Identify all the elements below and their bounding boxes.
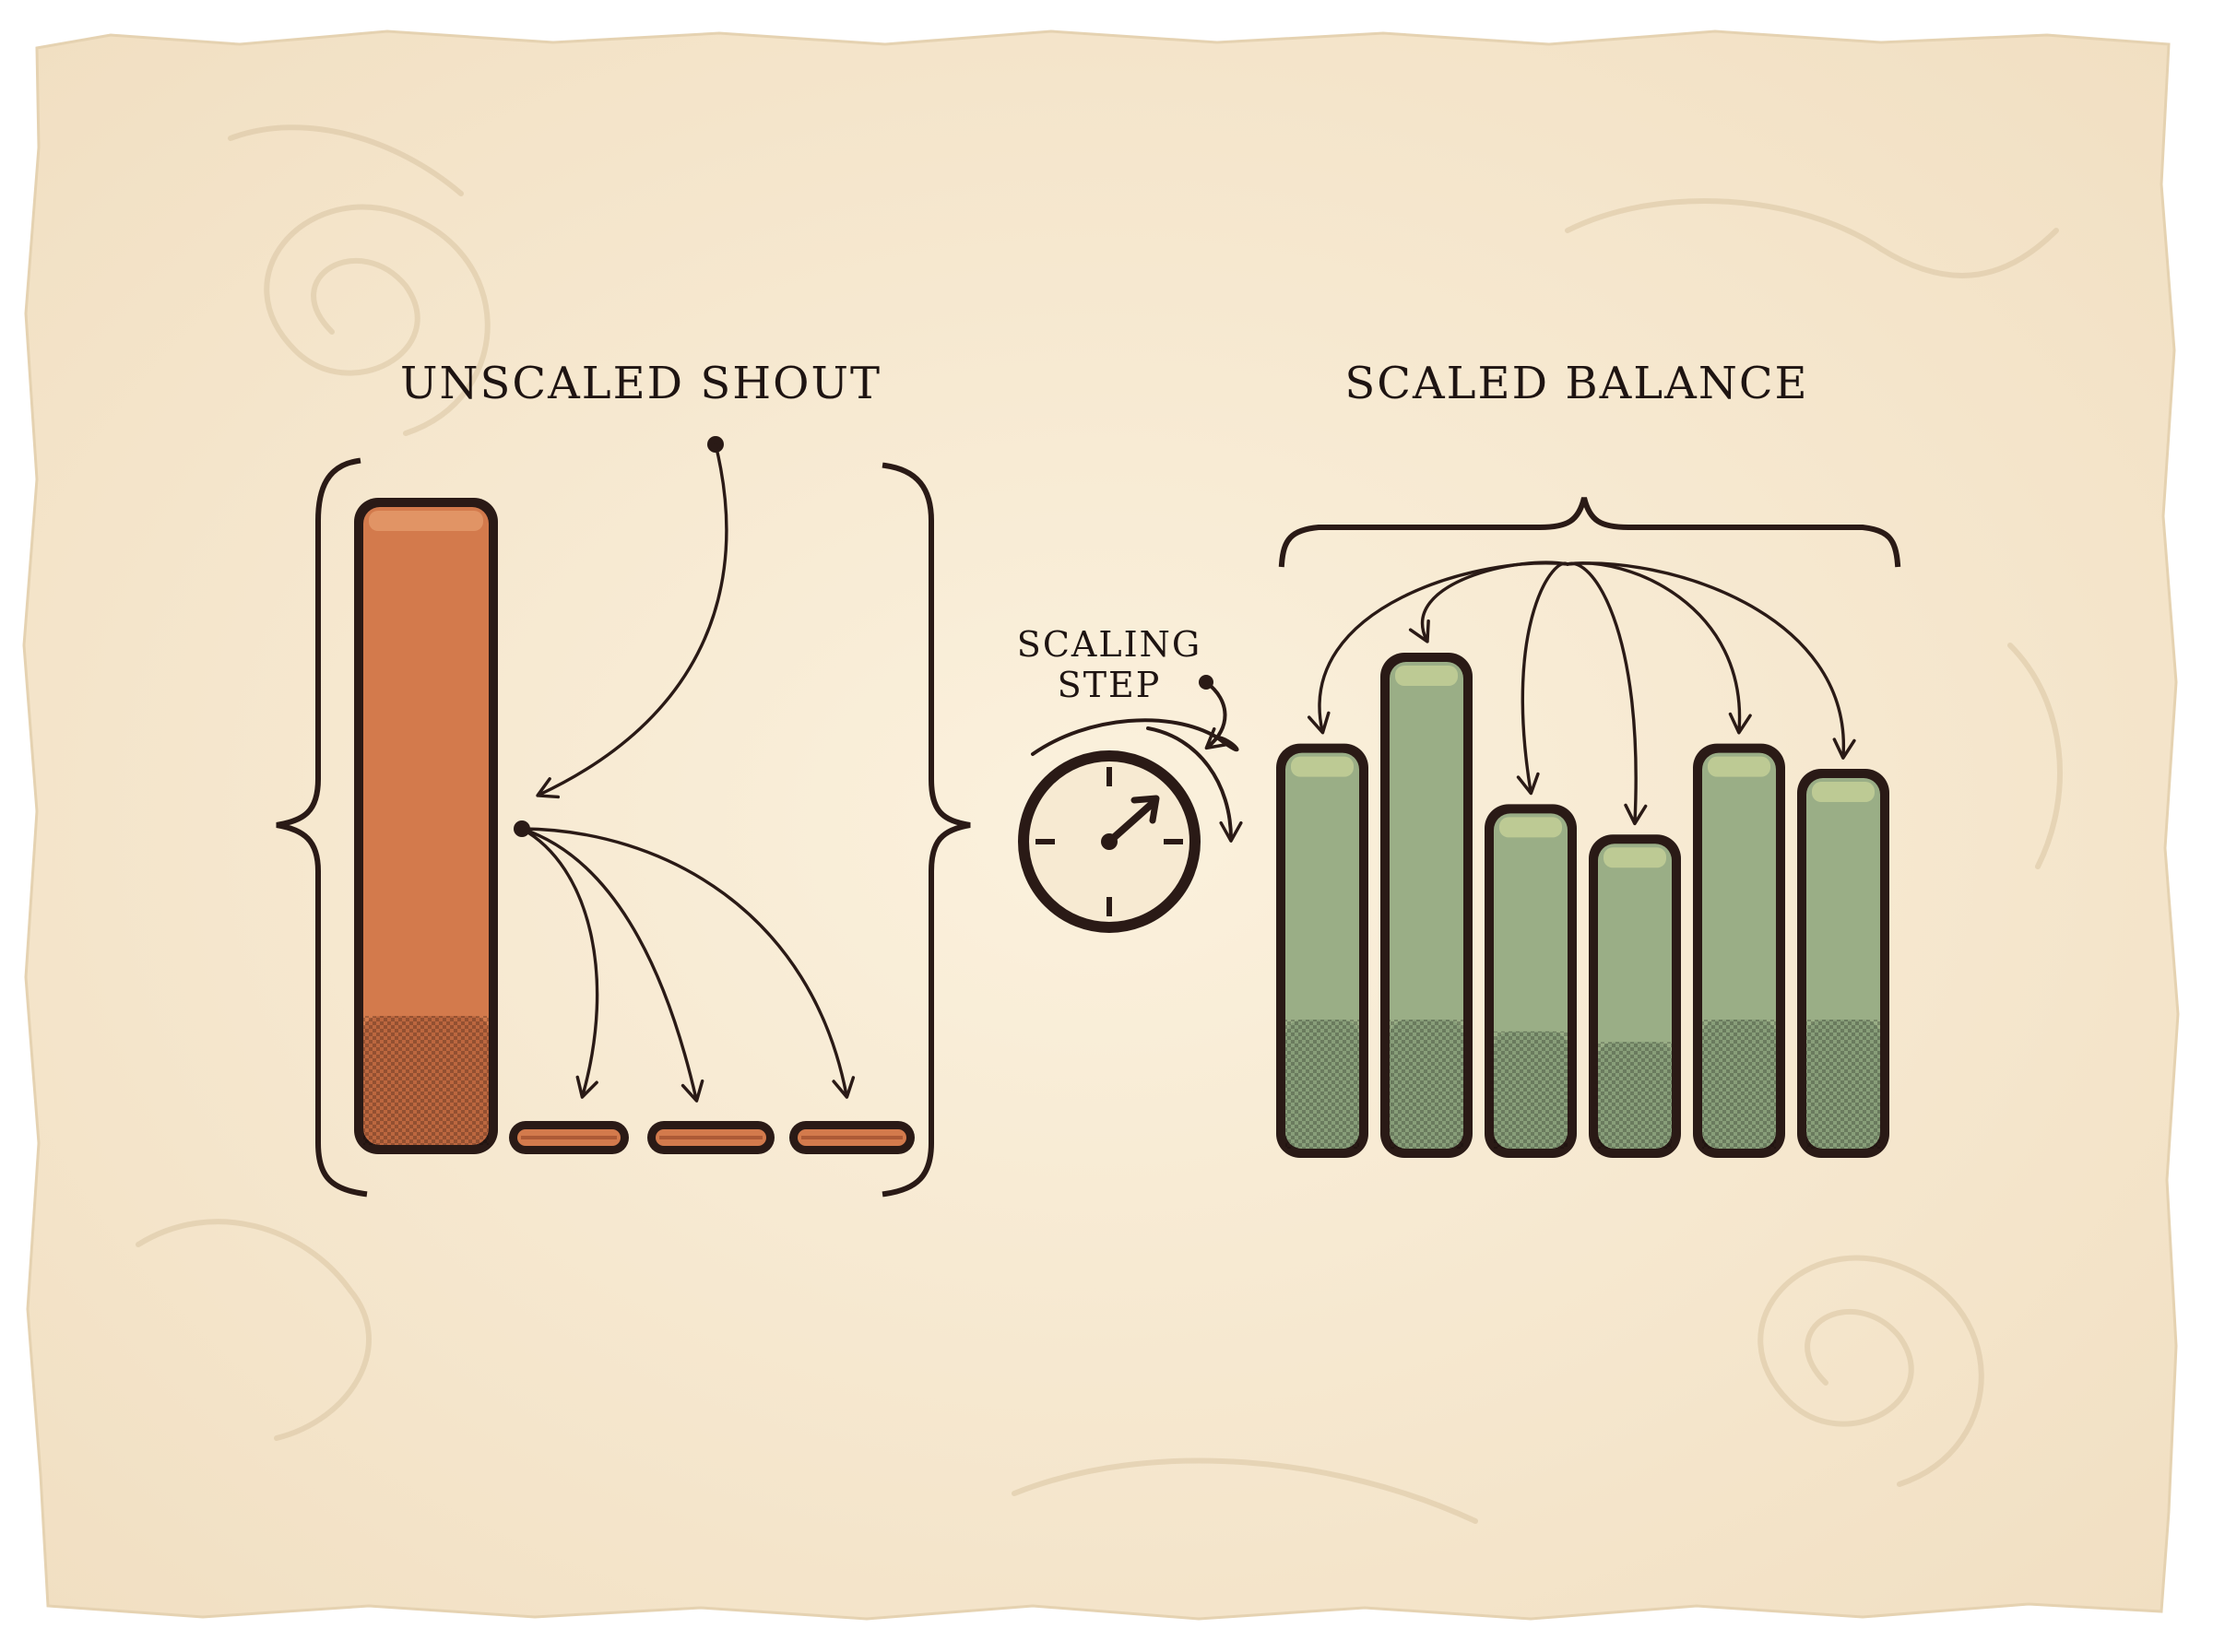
scaling-step-line2: STEP xyxy=(1058,665,1162,705)
left-arrows xyxy=(514,436,856,1103)
arrow-to-small-bar-2 xyxy=(520,827,704,1103)
scaled-arrow-2 xyxy=(1408,560,1569,643)
right-arrows xyxy=(1307,560,1856,826)
scaled-arrow-4 xyxy=(1566,561,1648,826)
unscaled-bar-3 xyxy=(647,1121,775,1154)
unscaled-bar-2 xyxy=(509,1121,629,1154)
scaled-arrow-3 xyxy=(1516,561,1569,796)
scaled-arrow-6 xyxy=(1566,561,1856,760)
scaled-bar-4 xyxy=(1589,834,1681,1158)
unscaled-bars xyxy=(354,498,915,1154)
unscaled-bar-1 xyxy=(354,498,498,1154)
scaled-bar-1 xyxy=(1276,743,1368,1158)
arrow-to-small-bar-1 xyxy=(520,827,599,1099)
scaling-step-line1: SCALING xyxy=(1017,624,1201,665)
scaled-bar-6 xyxy=(1797,769,1889,1158)
scaled-bar-5 xyxy=(1693,743,1785,1158)
paper-swirls xyxy=(136,124,2063,1524)
scaled-bar-3 xyxy=(1485,804,1577,1158)
scaling-step-arrows xyxy=(1031,675,1243,843)
step-dot-arrow xyxy=(1204,680,1229,750)
arrow-to-small-bar-3 xyxy=(520,827,856,1099)
right-title: SCALED BALANCE xyxy=(1344,358,1808,409)
left-title: UNSCALED SHOUT xyxy=(400,358,882,409)
stopwatch-icon xyxy=(1018,750,1201,933)
unscaled-bar-4 xyxy=(789,1121,915,1154)
arrow-to-spike xyxy=(536,442,728,799)
scaled-bar-2 xyxy=(1380,653,1473,1158)
right-brace-top xyxy=(1278,497,1901,568)
step-arc-sweep xyxy=(1146,726,1243,843)
left-brace-open xyxy=(276,457,368,1198)
scaled-bars xyxy=(1276,653,1889,1158)
left-brace-close xyxy=(882,462,971,1198)
